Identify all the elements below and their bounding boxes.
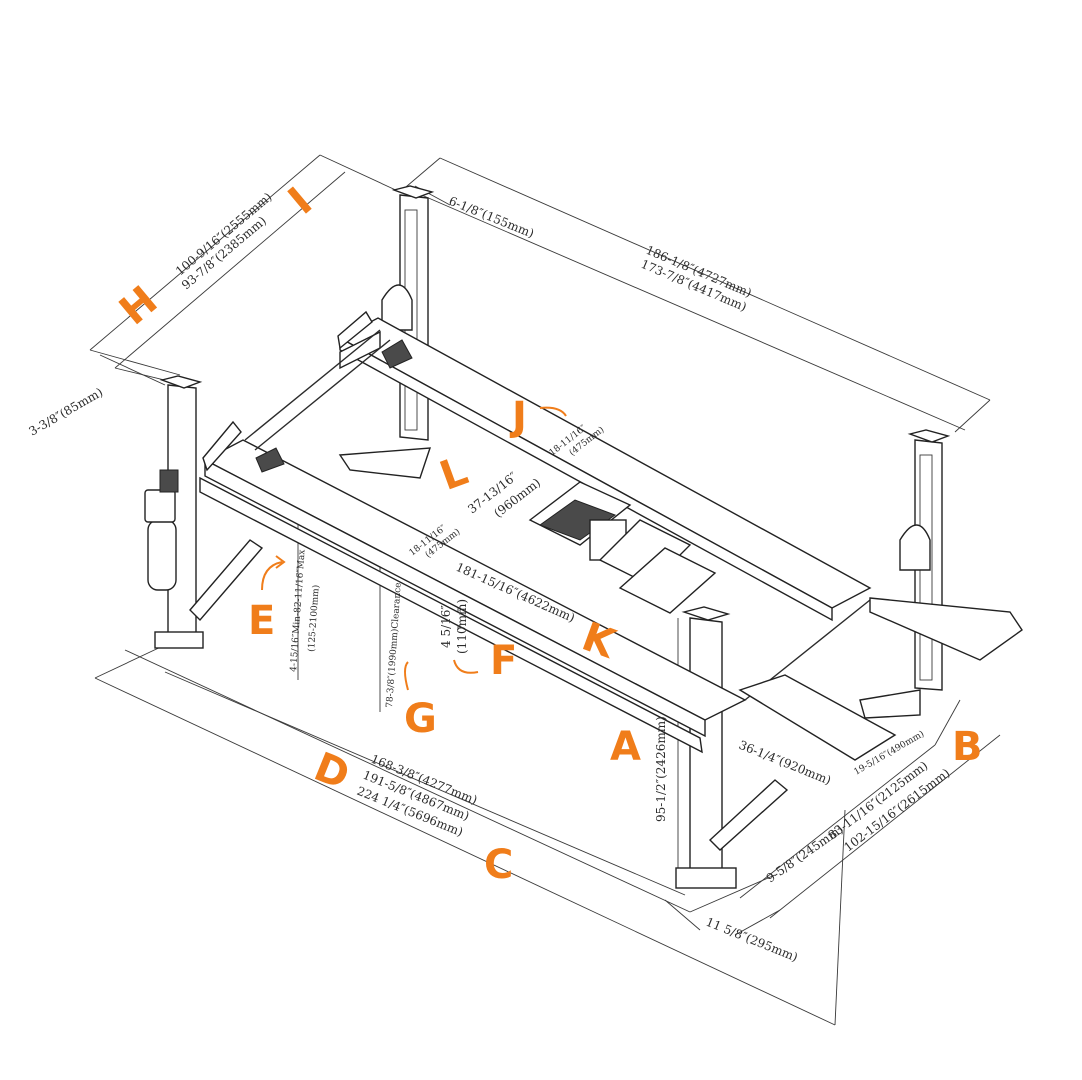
g-arrow bbox=[404, 661, 409, 691]
dim-h-outer: 100-9/16″(2555mm) bbox=[173, 190, 275, 279]
letter-c: C bbox=[484, 842, 513, 888]
dim-e-value: 4-15/16″Min-82-11/16″Max bbox=[289, 549, 308, 672]
dim-a-value: 95-1/2″(2426mm) bbox=[654, 716, 668, 822]
dim-top-offset: 6-1/8″(155mm) bbox=[447, 194, 536, 241]
callout-arrows bbox=[261, 406, 567, 691]
j-arrow bbox=[539, 406, 567, 417]
letter-g: G bbox=[404, 696, 437, 742]
dim-f-mm: (110mm) bbox=[455, 599, 469, 654]
e-arrow bbox=[261, 561, 283, 591]
letter-a: A bbox=[610, 724, 641, 770]
dimension-lines bbox=[89, 154, 1001, 1026]
callout-letters: H I J L E F K G A B D C bbox=[111, 179, 982, 888]
dim-f-value: 4 5/16″ bbox=[439, 605, 453, 648]
f-arrow bbox=[453, 659, 479, 674]
dim-left-offset: 3-3/8″(85mm) bbox=[27, 385, 106, 439]
dim-ramp-w: 36-1/4″(920mm) bbox=[737, 738, 833, 788]
lift-structure bbox=[144, 185, 1023, 889]
letter-f: F bbox=[490, 638, 517, 684]
e-arrow-head bbox=[275, 555, 286, 569]
dim-post-w: 9-5/8″(245mm) bbox=[764, 822, 846, 885]
dim-g-value: 78-3/8″(1990mm)Clearance bbox=[384, 582, 404, 708]
dim-bottom-offset: 11 5/8″(295mm) bbox=[704, 915, 800, 965]
dim-e-mm: (125-2100mm) bbox=[306, 584, 322, 652]
letter-i: I bbox=[280, 179, 321, 224]
letter-j: J bbox=[509, 394, 527, 440]
letter-h: H bbox=[111, 278, 166, 335]
letter-e: E bbox=[248, 598, 275, 644]
letter-b: B bbox=[952, 724, 983, 770]
letter-d: D bbox=[308, 744, 356, 799]
letter-l: L bbox=[434, 448, 474, 500]
